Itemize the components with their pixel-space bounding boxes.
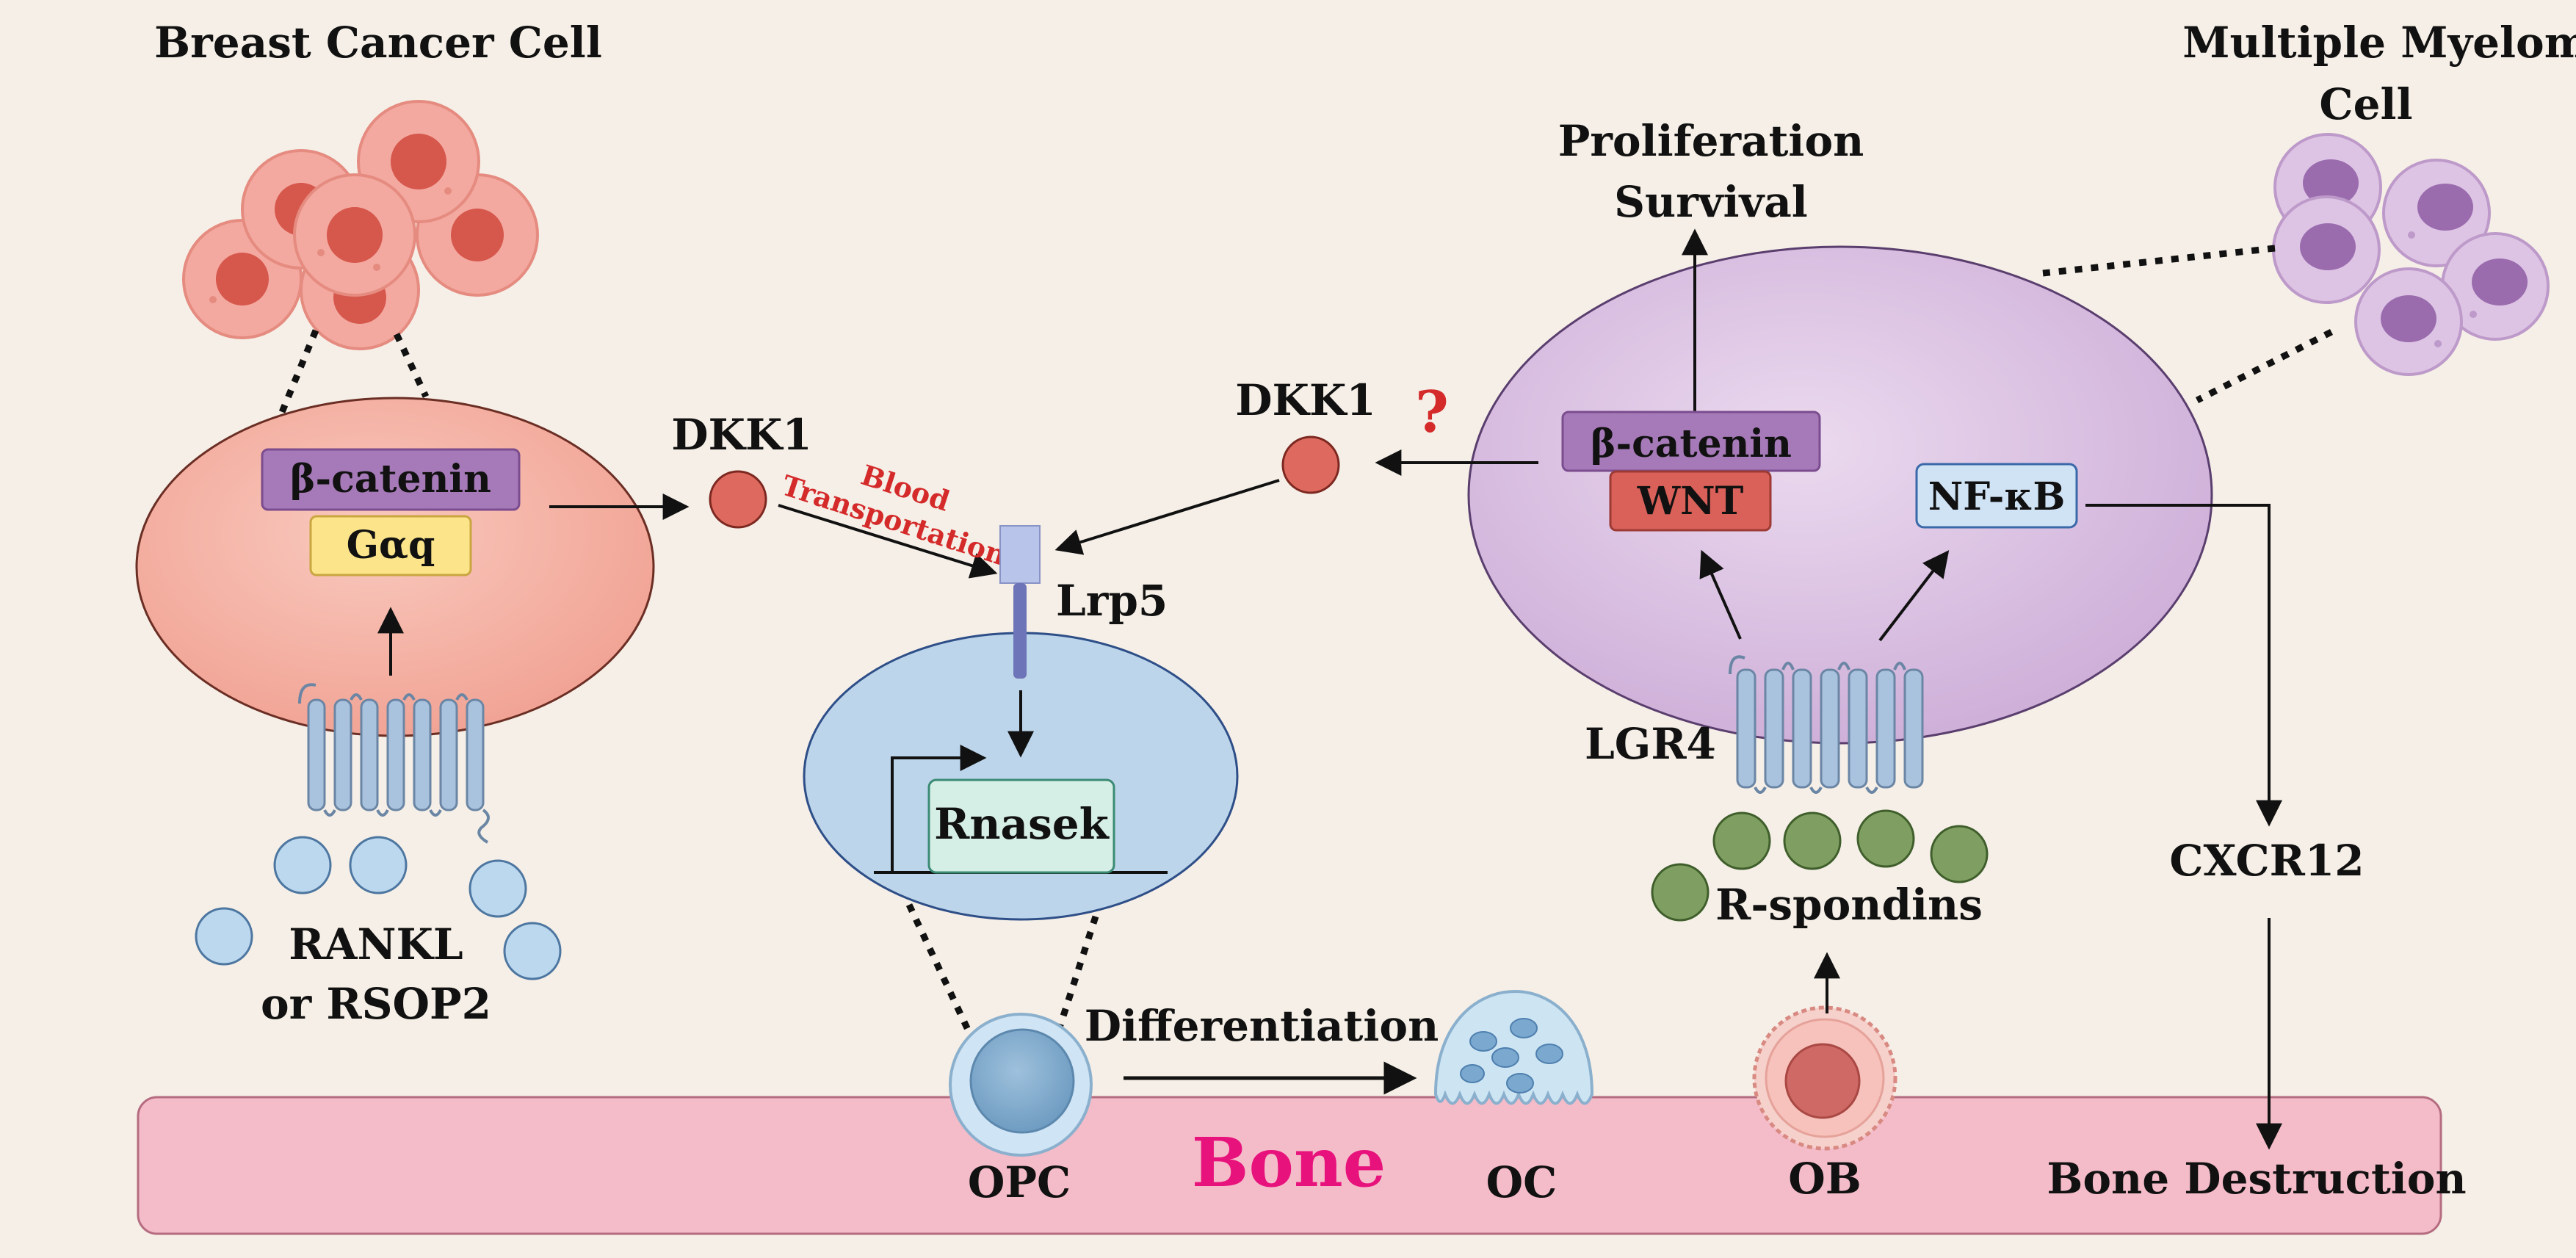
breast-zoom-line-right	[393, 333, 430, 398]
opc-label: OPC	[968, 1157, 1071, 1207]
ob-label: OB	[1788, 1154, 1862, 1204]
nfkb-label: NF-κB	[1928, 474, 2066, 519]
rankl-label-line1: RANKL	[289, 919, 463, 969]
beta-catenin-right-label: β-catenin	[1591, 422, 1792, 466]
promoter-arrow	[891, 745, 987, 872]
opc-zoom-line-left	[905, 903, 972, 1031]
lrp5-receptor-head	[999, 525, 1041, 584]
r-spondin-ligand-icons	[1651, 809, 1989, 922]
question-mark: ?	[1415, 379, 1449, 446]
breast-cancer-cluster-icon	[182, 100, 539, 350]
dkk1-left-circle	[709, 470, 767, 529]
beta-catenin-left-box	[261, 448, 521, 511]
oc-cell-icon	[1433, 989, 1594, 1105]
lrp5-label: Lrp5	[1056, 576, 1168, 626]
dkk1-left-label: DKK1	[671, 410, 811, 460]
lgr4-receptor-icon	[1729, 655, 1924, 794]
bone-label: Bone	[1192, 1123, 1386, 1202]
opc-cell-icon	[949, 1013, 1093, 1157]
myeloma-zoom-line-bottom	[2195, 328, 2334, 404]
rankl-label-line2: or RSOP2	[261, 979, 491, 1029]
arrow-lgr4-to-wnt	[1699, 549, 1742, 640]
rankl-ligand-icons	[195, 836, 562, 980]
oc-label: OC	[1486, 1157, 1557, 1207]
breast-cancer-cell-title: Breast Cancer Cell	[154, 18, 602, 68]
myeloma-zoom-line-top	[2042, 245, 2276, 277]
lrp5-receptor-stem	[1013, 583, 1027, 679]
dkk1-right-label: DKK1	[1235, 375, 1375, 425]
arrow-lgr4-to-nfkb	[1878, 550, 1950, 642]
rnasek-label: Rnasek	[934, 799, 1110, 849]
lgr4-label: LGR4	[1585, 719, 1716, 769]
wnt-box	[1609, 470, 1772, 532]
wnt-label: WNT	[1637, 479, 1744, 524]
arrow-nfkb-to-cxcr12	[2085, 504, 2282, 827]
myeloma-cell-body	[1467, 245, 2213, 745]
cxcr12-label: CXCR12	[2169, 836, 2364, 886]
survival-label: Survival	[1614, 177, 1808, 227]
nfkb-box	[1915, 463, 2078, 529]
myeloma-title-line1: Multiple Myeloma	[2182, 18, 2576, 68]
r-spondins-label: R-spondins	[1715, 880, 1983, 930]
bone-destruction-label: Bone Destruction	[2047, 1154, 2466, 1204]
dkk1-right-circle	[1281, 435, 1340, 494]
gpcr-receptor-left-icon	[298, 683, 490, 844]
beta-catenin-left-label: β-catenin	[290, 457, 491, 502]
myeloma-cluster-icon	[2272, 133, 2550, 376]
gaq-label: Gαq	[347, 523, 435, 568]
arrow-dkk1-to-lrp5	[778, 504, 998, 579]
differentiation-label: Differentiation	[1085, 1001, 1439, 1051]
breast-zoom-line-left	[277, 329, 319, 417]
gaq-box	[309, 515, 472, 576]
ob-cell-icon	[1752, 1005, 1897, 1151]
myeloma-title-line2: Cell	[2319, 79, 2412, 129]
proliferation-label: Proliferation	[1558, 116, 1864, 166]
opc-zoom-line-right	[1055, 915, 1099, 1031]
rnasek-box	[927, 778, 1115, 874]
arrow-dkk1-right-to-lrp5	[1054, 479, 1280, 555]
